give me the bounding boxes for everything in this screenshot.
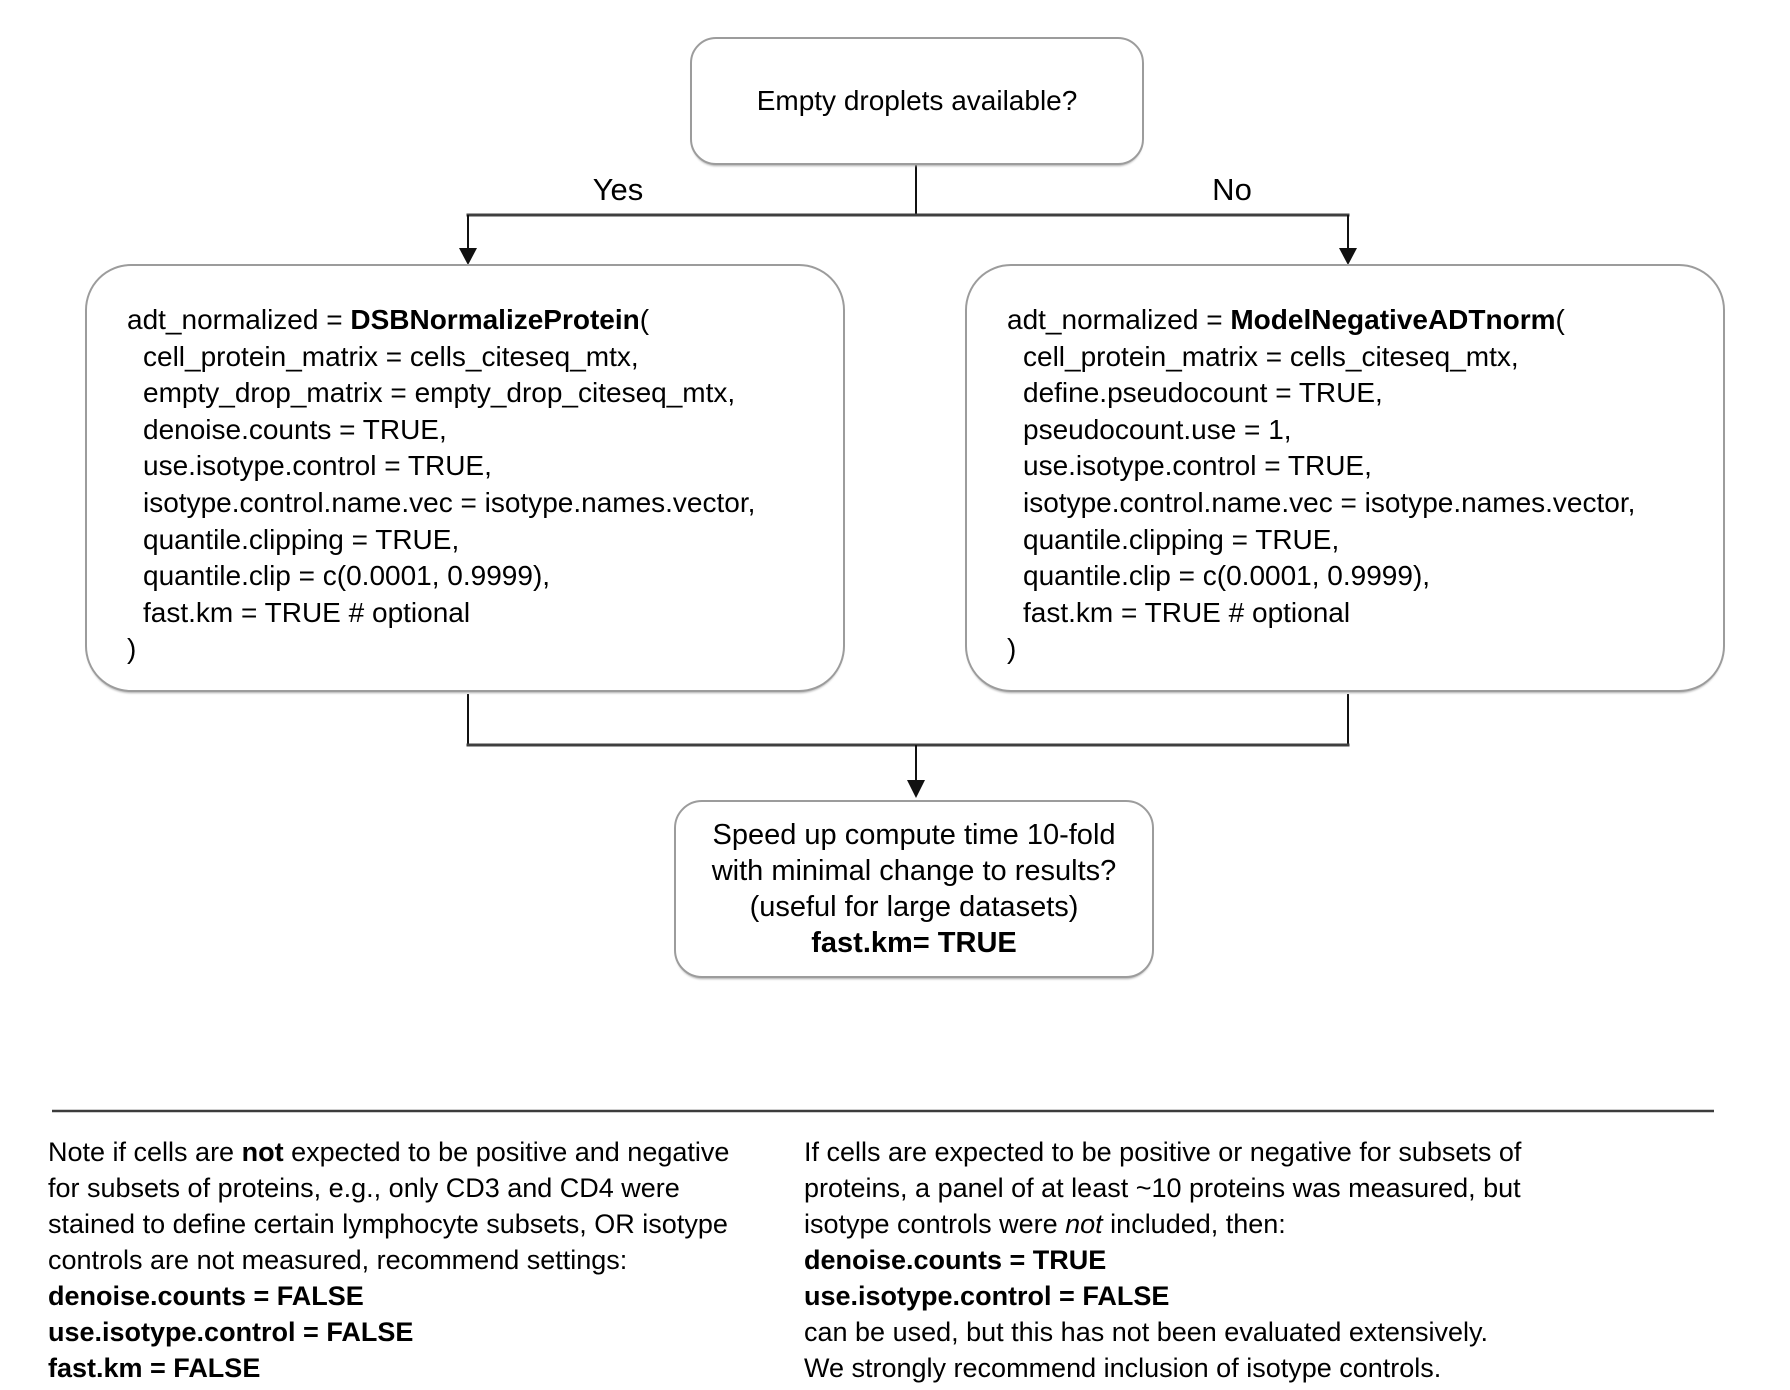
yes-branch-code-box: adt_normalized = DSBNormalizeProtein( ce…	[85, 264, 845, 692]
code-call-line: adt_normalized = ModelNegativeADTnorm(	[1007, 302, 1705, 339]
code-close-paren: )	[127, 633, 137, 665]
code-assign: adt_normalized =	[127, 304, 351, 335]
no-arrowhead-down-icon	[1339, 248, 1357, 265]
branch-label-yes: Yes	[592, 172, 644, 207]
note-line: controls are not measured, recommend set…	[48, 1245, 628, 1275]
note-text: included, then:	[1102, 1209, 1286, 1239]
code-arg-line: cell_protein_matrix = cells_citeseq_mtx,	[143, 340, 639, 372]
code-call-line: adt_normalized = DSBNormalizeProtein(	[127, 302, 825, 339]
code-arg-line: pseudocount.use = 1,	[1023, 413, 1292, 445]
code-arg-line: quantile.clip = c(0.0001, 0.9999),	[143, 560, 551, 592]
note-text-italic: not	[1065, 1209, 1103, 1239]
code-assign: adt_normalized =	[1007, 304, 1231, 335]
code-arg-line: isotype.control.name.vec = isotype.names…	[143, 486, 756, 518]
code-arg-line: define.pseudocount = TRUE,	[1023, 377, 1383, 409]
note-setting: fast.km = FALSE	[48, 1353, 261, 1383]
code-arg-line: denoise.counts = TRUE,	[143, 413, 447, 445]
code-arg-line: fast.km = TRUE # optional	[1023, 596, 1351, 628]
yes-arrowhead-down-icon	[459, 248, 477, 265]
note-line: proteins, a panel of at least ~10 protei…	[804, 1173, 1521, 1203]
no-branch-code-box: adt_normalized = ModelNegativeADTnorm( c…	[965, 264, 1725, 692]
branch-label-no: No	[1212, 172, 1252, 207]
speed-tip-line: Speed up compute time 10-fold	[712, 819, 1116, 851]
note-setting: use.isotype.control = FALSE	[804, 1281, 1170, 1311]
speed-tip-line: (useful for large datasets)	[749, 891, 1079, 923]
code-open-paren: (	[639, 304, 650, 335]
note-line: for subsets of proteins, e.g., only CD3 …	[48, 1173, 680, 1203]
decision-box-empty-droplets: Empty droplets available?	[690, 37, 1144, 165]
speed-tip-line: with minimal change to results?	[711, 855, 1117, 887]
code-arg-line: quantile.clipping = TRUE,	[143, 523, 460, 555]
note-text: expected to be positive and negative	[283, 1137, 730, 1167]
note-setting: denoise.counts = FALSE	[48, 1281, 364, 1311]
speed-tip-setting: fast.km= TRUE	[811, 927, 1017, 959]
code-arg-line: isotype.control.name.vec = isotype.names…	[1023, 486, 1636, 518]
code-arg-line: use.isotype.control = TRUE,	[1023, 450, 1372, 482]
code-open-paren: (	[1555, 304, 1565, 335]
note-line: We strongly recommend inclusion of isoty…	[804, 1353, 1442, 1383]
note-line: If cells are expected to be positive or …	[804, 1137, 1522, 1167]
note-setting: denoise.counts = TRUE	[804, 1245, 1107, 1275]
note-text: isotype controls were	[804, 1209, 1066, 1239]
code-arg-line: fast.km = TRUE # optional	[143, 596, 471, 628]
note-line: isotype controls were not included, then…	[804, 1206, 1521, 1242]
note-left: Note if cells are not expected to be pos…	[48, 1134, 729, 1386]
decision-box-text: Empty droplets available?	[756, 85, 1078, 116]
code-arg-line: empty_drop_matrix = empty_drop_citeseq_m…	[143, 377, 736, 409]
code-arg-line: quantile.clipping = TRUE,	[1023, 523, 1340, 555]
note-text: Note if cells are	[48, 1137, 242, 1167]
code-close-paren: )	[1007, 633, 1017, 665]
note-setting: use.isotype.control = FALSE	[48, 1317, 414, 1347]
center-arrowhead-down-icon	[907, 780, 925, 798]
code-arg-line: cell_protein_matrix = cells_citeseq_mtx,	[1023, 340, 1519, 372]
note-line: Note if cells are not expected to be pos…	[48, 1134, 729, 1170]
speed-tip-box: Speed up compute time 10-fold with minim…	[674, 800, 1154, 978]
note-right: If cells are expected to be positive or …	[804, 1134, 1521, 1386]
code-arg-line: use.isotype.control = TRUE,	[143, 450, 492, 482]
code-arg-line: quantile.clip = c(0.0001, 0.9999),	[1023, 560, 1431, 592]
code-function-name: ModelNegativeADTnorm	[1230, 304, 1556, 335]
note-line: stained to define certain lymphocyte sub…	[48, 1209, 728, 1239]
note-text-bold: not	[241, 1137, 284, 1167]
note-line: can be used, but this has not been evalu…	[804, 1317, 1488, 1347]
code-function-name: DSBNormalizeProtein	[350, 304, 640, 335]
